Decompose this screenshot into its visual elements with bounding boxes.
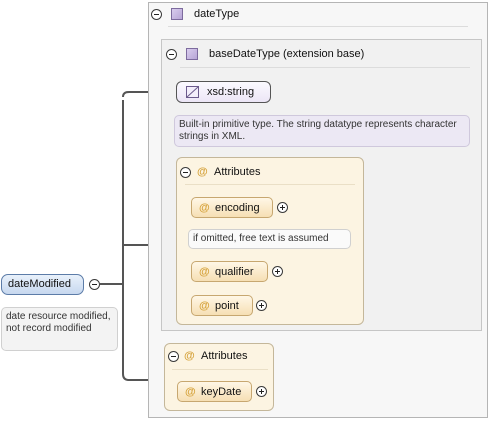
- base-date-type-collapse-icon[interactable]: [166, 49, 177, 60]
- attribute-encoding-documentation: if omitted, free text is assumed: [188, 229, 351, 249]
- base-date-type-header-divider: [180, 67, 470, 68]
- attribute-at-icon: @: [199, 202, 210, 214]
- attribute-at-icon: @: [185, 386, 196, 398]
- base-attributes-collapse-icon[interactable]: [180, 167, 191, 178]
- attribute-at-icon: @: [199, 300, 210, 312]
- attribute-encoding[interactable]: @ encoding: [191, 197, 273, 218]
- base-attributes-title: Attributes: [214, 166, 261, 178]
- root-element-collapse-icon[interactable]: [89, 279, 100, 290]
- attribute-encoding-label: encoding: [215, 202, 260, 214]
- xsd-string-documentation: Built-in primitive type. The string data…: [174, 115, 470, 147]
- xsd-string-node[interactable]: xsd:string: [176, 81, 271, 103]
- attribute-point-label: point: [215, 300, 239, 312]
- date-type-header-divider: [168, 26, 468, 27]
- root-element-datemodified[interactable]: dateModified: [1, 274, 84, 295]
- attribute-at-icon: @: [199, 266, 210, 278]
- attribute-qualifier[interactable]: @ qualifier: [191, 261, 268, 282]
- attribute-qualifier-expand-icon[interactable]: [272, 266, 283, 277]
- date-attributes-collapse-icon[interactable]: [168, 351, 179, 362]
- date-attributes-header-divider: [172, 369, 268, 370]
- root-element-documentation: date resource modified, not record modif…: [1, 307, 118, 351]
- date-type-title: dateType: [194, 8, 240, 20]
- base-date-type-complex-icon: [186, 48, 198, 60]
- simple-type-icon: [186, 86, 199, 98]
- attributes-at-icon: @: [197, 166, 208, 178]
- attribute-qualifier-label: qualifier: [215, 266, 254, 278]
- attribute-encoding-expand-icon[interactable]: [277, 202, 288, 213]
- root-element-label: dateModified: [8, 278, 71, 290]
- attribute-keydate[interactable]: @ keyDate: [177, 381, 252, 402]
- attribute-point-expand-icon[interactable]: [256, 300, 267, 311]
- attribute-point[interactable]: @ point: [191, 295, 253, 316]
- date-attributes-title: Attributes: [201, 350, 248, 362]
- base-date-type-title: baseDateType (extension base): [209, 48, 365, 60]
- attribute-keydate-expand-icon[interactable]: [256, 386, 267, 397]
- attributes-at-icon: @: [184, 350, 195, 362]
- date-type-complex-icon: [171, 8, 183, 20]
- date-type-collapse-icon[interactable]: [151, 9, 162, 20]
- attribute-keydate-label: keyDate: [201, 386, 242, 398]
- base-attributes-header-divider: [185, 184, 355, 185]
- xsd-string-label: xsd:string: [207, 86, 255, 98]
